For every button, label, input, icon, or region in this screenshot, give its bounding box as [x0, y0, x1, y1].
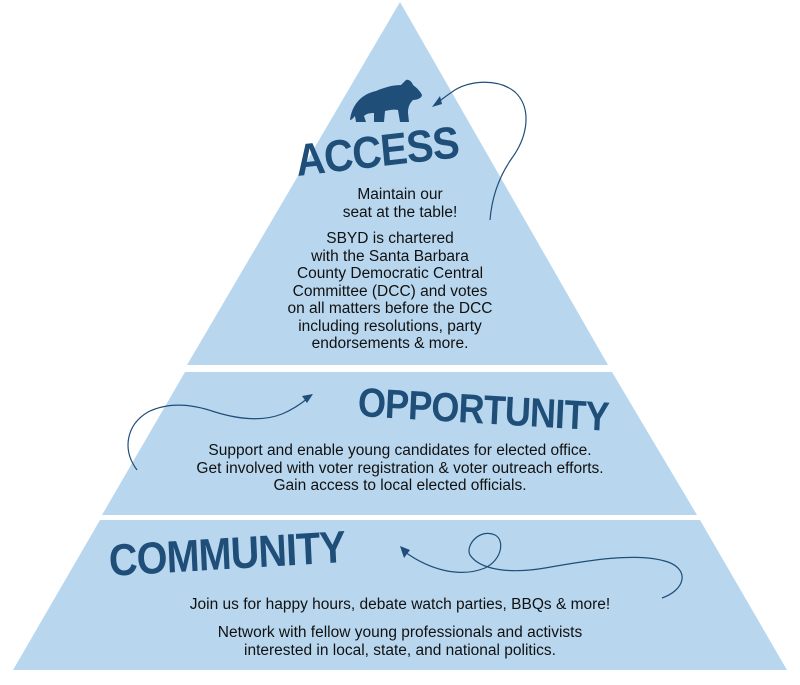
arrow-community-head — [400, 546, 410, 558]
community-network-text: Network with fellow young professionals … — [217, 624, 583, 659]
tier-opportunity — [102, 372, 697, 515]
access-description: SBYD is chartered with the Santa Barbara… — [287, 230, 493, 352]
tier-divider — [0, 515, 800, 520]
tier-divider — [0, 366, 800, 372]
arrow-access-curve — [436, 81, 527, 221]
arrow-opportunity-curve — [127, 397, 309, 471]
access-tagline: Maintain our seat at the table! — [342, 186, 458, 221]
arrow-community-curve — [404, 532, 683, 599]
opportunity-description: Support and enable young candidates for … — [196, 442, 604, 494]
tier-access — [187, 2, 608, 365]
arrow-access-head — [432, 96, 442, 107]
bear-icon — [350, 79, 422, 122]
tier-community — [13, 520, 787, 670]
arrow-opportunity-head — [302, 394, 313, 403]
community-events-text: Join us for happy hours, debate watch pa… — [189, 596, 611, 613]
